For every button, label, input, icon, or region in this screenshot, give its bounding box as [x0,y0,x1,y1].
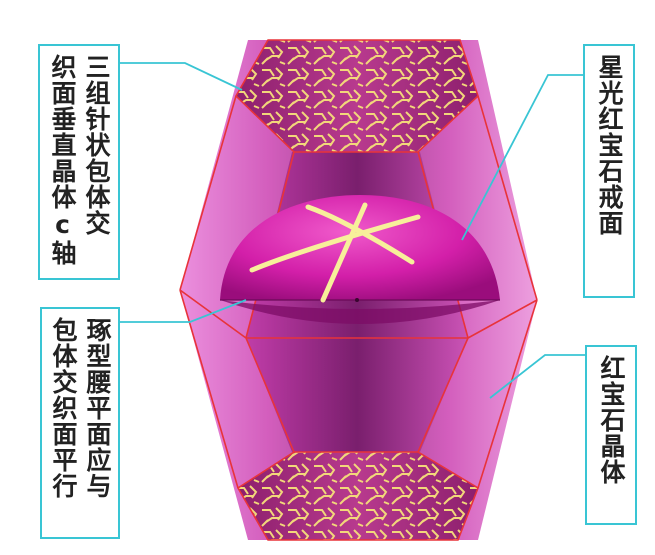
leader-star [461,74,583,241]
star-cabochon [220,195,500,324]
leader-lines [120,62,585,399]
label-line: 星光红宝石戒面 [595,54,624,236]
leader-cabochon [120,299,247,323]
label-line: 织面垂直晶体c轴 [48,54,77,266]
label-needle-inclusion-plane: 三组针状包体交 织面垂直晶体c轴 [38,44,120,280]
leader-crystal [489,354,585,399]
label-line: 琢型腰平面应与 [83,317,112,499]
cabochon-base-shadow [220,300,500,324]
label-line: 红宝石晶体 [597,355,626,485]
top-cap-needles [236,40,478,152]
star-rays [249,202,421,303]
cabochon-dome [220,195,500,300]
bottom-cap-needles [238,452,478,540]
leader-inclusion [120,62,243,91]
label-star-ruby-cabochon: 星光红宝石戒面 [583,44,635,298]
label-line: 三组针状包体交 [82,54,111,236]
label-ruby-crystal: 红宝石晶体 [585,345,637,525]
ruby-crystal [179,39,538,541]
label-cabochon-girdle: 琢型腰平面应与 包体交织面平行 [40,307,120,539]
label-line: 包体交织面平行 [49,317,78,499]
